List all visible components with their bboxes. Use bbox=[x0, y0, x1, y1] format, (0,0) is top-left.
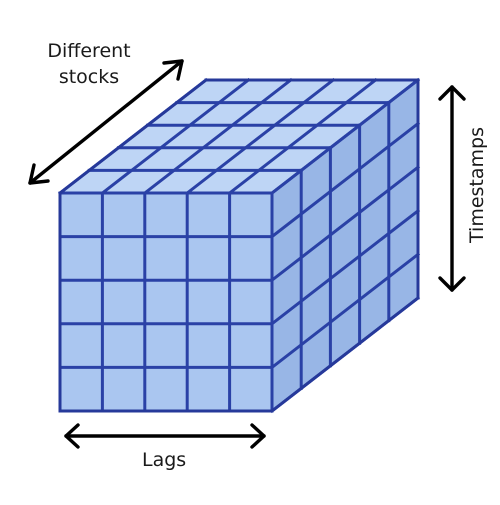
side-grid-line bbox=[269, 252, 421, 370]
top-grid-line bbox=[142, 77, 293, 196]
cube-front-face bbox=[60, 193, 272, 411]
side-grid-line bbox=[269, 77, 421, 196]
lags-label: Lags bbox=[142, 449, 187, 471]
different-stocks-label-line2: stocks bbox=[58, 66, 120, 88]
side-grid-line bbox=[269, 208, 421, 326]
side-grid-line bbox=[269, 121, 421, 239]
different-stocks-label-line1: Different bbox=[47, 40, 131, 62]
cube-outline bbox=[58, 78, 420, 413]
top-grid-line bbox=[227, 77, 378, 196]
side-grid-line bbox=[269, 165, 421, 283]
different-stocks-label: Different stocks bbox=[40, 38, 138, 90]
timestamps-arrow bbox=[438, 85, 466, 292]
top-grid-line bbox=[100, 77, 251, 196]
cube-side-face bbox=[272, 80, 418, 411]
timestamps-label: Timestamps bbox=[466, 127, 488, 243]
lags-arrow bbox=[64, 423, 266, 449]
top-grid-line bbox=[185, 77, 336, 196]
cube-top-face bbox=[60, 80, 418, 193]
different-stocks-arrow bbox=[28, 59, 184, 185]
